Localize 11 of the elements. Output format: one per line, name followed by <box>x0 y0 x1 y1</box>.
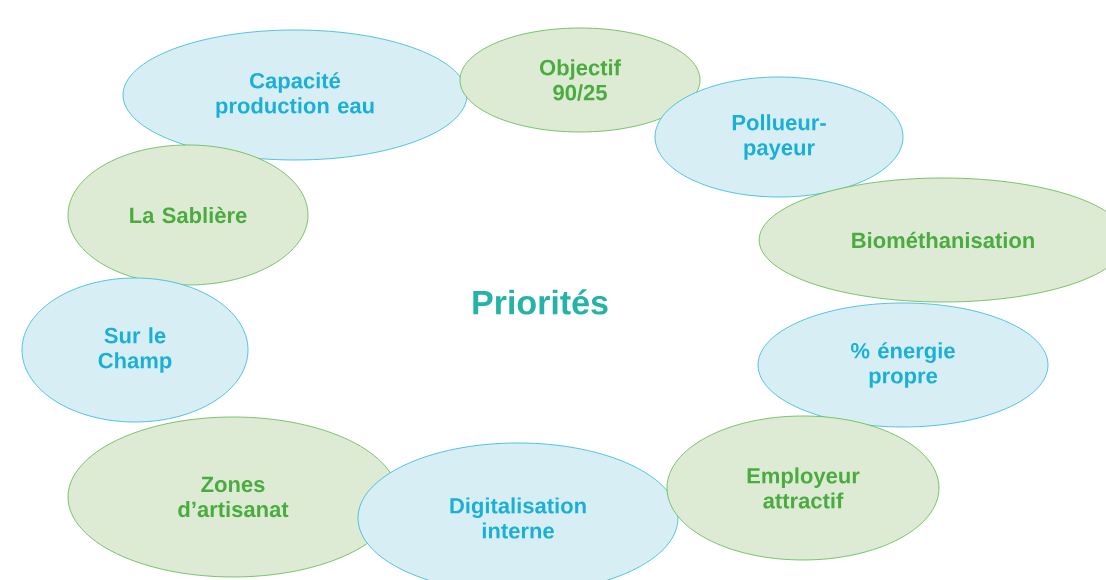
ellipse-node: Sur le Champ <box>21 277 249 423</box>
ellipse-node: Digitalisation interne <box>357 442 679 580</box>
title: Priorités <box>473 289 608 315</box>
ellipse-node: % énergie propre <box>757 302 1049 428</box>
ellipse-node: Capacité production eau <box>122 29 468 161</box>
ellipse-node: Objectif 90/25 <box>459 27 701 133</box>
ellipse-node: Zones d’artisanat <box>67 416 399 578</box>
ellipse-node: Biométhanisation <box>758 177 1106 303</box>
ellipse-node: La Sablière <box>67 144 309 286</box>
ellipse-node: Employeur attractif <box>666 415 940 561</box>
ellipse-node: Pollueur-payeur <box>654 76 904 198</box>
